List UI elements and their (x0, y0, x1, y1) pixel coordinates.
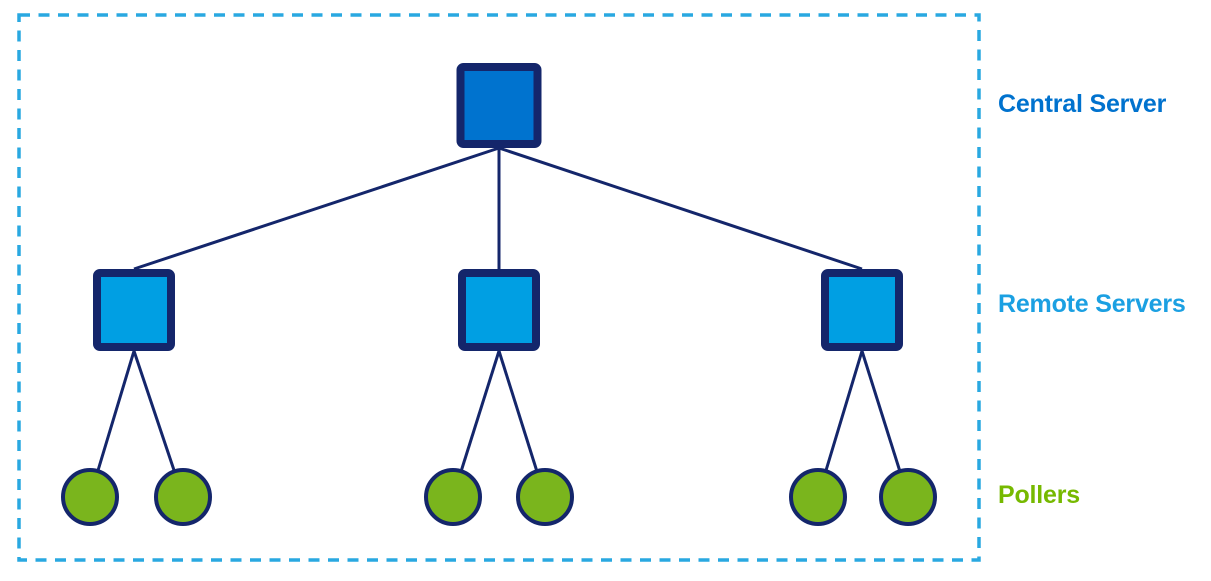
poller-node-5 (789, 468, 847, 526)
poller-node-4 (516, 468, 574, 526)
connector-central-to-remote-3 (498, 146, 863, 271)
poller-node-2 (154, 468, 212, 526)
remote-server-node-1 (93, 269, 175, 351)
topology-nodes (61, 63, 937, 526)
remote-server-node-3 (821, 269, 903, 351)
central-server-label: Central Server (998, 90, 1167, 118)
central-server-node (456, 63, 542, 148)
connector-central-to-remote-1 (133, 146, 500, 271)
pollers-label: Pollers (998, 481, 1080, 509)
boundary-dashed-border (17, 13, 981, 562)
poller-node-6 (879, 468, 937, 526)
poller-node-1 (61, 468, 119, 526)
poller-node-3 (424, 468, 482, 526)
remote-server-node-2 (458, 269, 540, 351)
remote-servers-label: Remote Servers (998, 290, 1186, 318)
